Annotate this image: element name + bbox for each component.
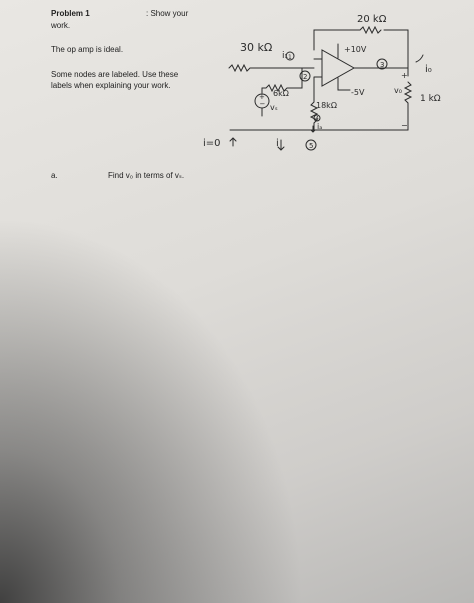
label-out-plus: + — [401, 71, 408, 80]
label-out-minus: − — [401, 121, 408, 130]
wire-supply-neg — [337, 77, 351, 91]
resistor-6k — [261, 67, 303, 93]
label-18k: 18kΩ — [316, 101, 337, 110]
label-current-i: i — [276, 138, 279, 149]
label-node-2: 2 — [303, 73, 307, 81]
wire-noninverting-input — [313, 76, 323, 103]
arrow-io — [415, 54, 424, 63]
resistor-20k — [359, 25, 382, 35]
label-6k: 6kΩ — [273, 89, 289, 98]
label-supply-pos: +10V — [344, 45, 367, 54]
label-20k: 20 kΩ — [357, 14, 387, 25]
label-supply-neg: -5V — [351, 88, 365, 97]
resistor-30k — [228, 63, 315, 73]
label-node-5: 5 — [309, 142, 313, 150]
label-1k: 1 kΩ — [420, 94, 441, 104]
label-out-vo: v₀ — [394, 86, 402, 95]
label-source-vs: vₛ — [270, 103, 278, 112]
label-node-3: 3 — [380, 61, 384, 69]
label-30k: 30 kΩ — [240, 41, 272, 54]
arrow-i — [277, 139, 285, 151]
label-current-zero: i=0 — [203, 138, 221, 149]
label-node-1: 1 — [288, 54, 292, 61]
label-source-minus: − — [260, 100, 266, 108]
label-current-ia: iₐ — [317, 122, 322, 131]
arrow-i-zero — [229, 137, 237, 147]
wire-top-right — [383, 29, 409, 77]
label-current-io: i₀ — [425, 64, 432, 75]
